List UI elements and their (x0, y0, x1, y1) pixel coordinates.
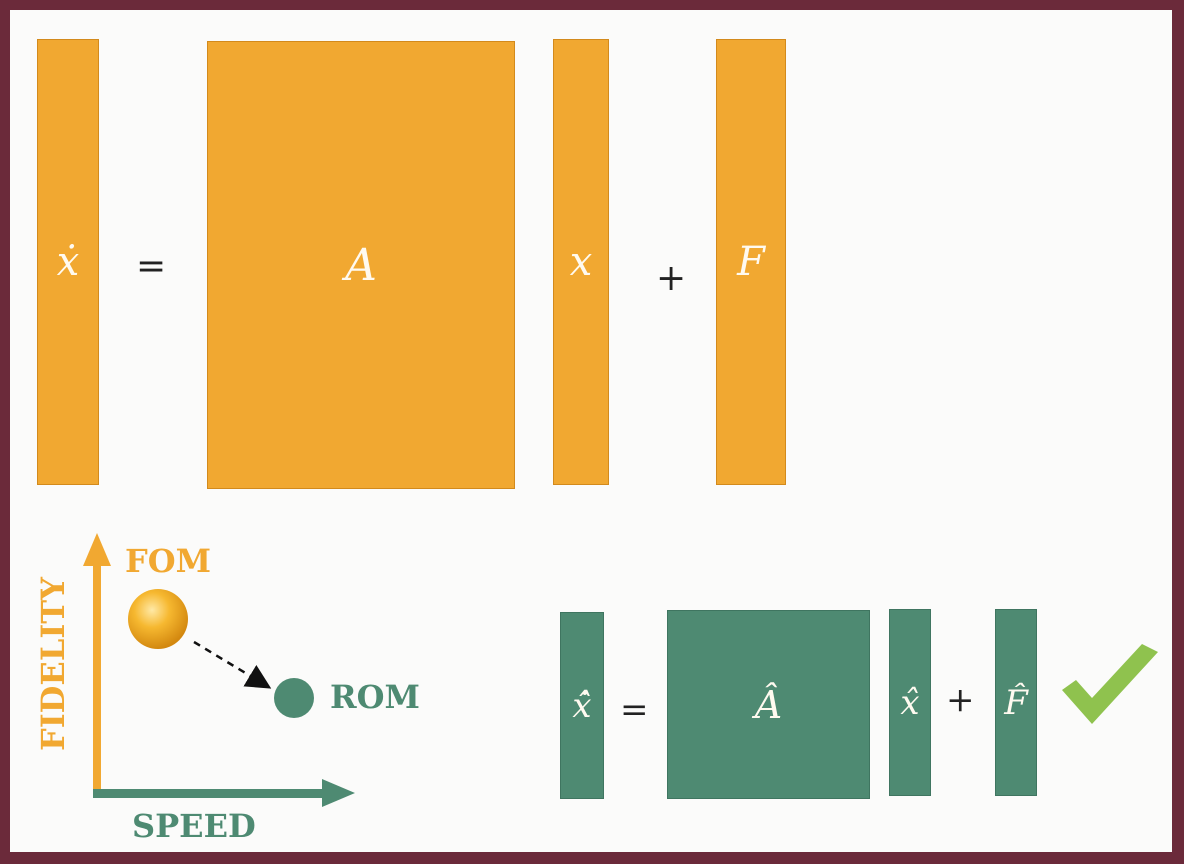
rom-xhatdot-label: x̂̇ (572, 685, 592, 726)
rom-fhat-vector: F̂ (995, 609, 1037, 796)
fom-xdot-vector: ẋ (37, 39, 99, 485)
rom-fhat-label: F̂ (1004, 682, 1028, 723)
fom-x-vector: x (553, 39, 609, 485)
fom-f-vector: F (716, 39, 786, 485)
fom-plus-sign: + (656, 258, 687, 299)
diagram-canvas: ẋ = A x + F (10, 10, 1172, 852)
rom-xhatdot-vector: x̂̇ (560, 612, 604, 799)
x-axis-line (93, 789, 325, 798)
fom-point-label: FOM (125, 542, 212, 580)
x-axis-arrowhead (322, 779, 355, 807)
fom-a-matrix: A (207, 41, 515, 489)
rom-point (274, 678, 314, 718)
y-axis-line (93, 563, 101, 791)
checkmark-icon (1062, 644, 1158, 724)
fom-equals-sign: = (136, 246, 167, 287)
rom-equals-sign: = (620, 690, 649, 730)
fom-point (128, 589, 188, 649)
rom-point-label: ROM (330, 678, 420, 716)
fom-to-rom-arrow (193, 640, 272, 689)
rom-xhat-vector: x̂ (889, 609, 931, 796)
rom-xhat-label: x̂ (900, 682, 920, 723)
fom-f-label: F (737, 239, 765, 285)
y-axis-label: FIDELITY (34, 577, 72, 751)
fom-x-label: x (569, 239, 593, 285)
rom-plus-sign: + (946, 680, 975, 720)
fom-xdot-label: ẋ (56, 239, 80, 285)
x-axis-label: SPEED (132, 807, 256, 845)
fom-a-label: A (345, 239, 377, 291)
tradeoff-plot (83, 533, 355, 807)
y-axis-arrowhead (83, 533, 111, 566)
rom-ahat-matrix: Â (667, 610, 870, 799)
rom-ahat-label: Â (754, 682, 783, 727)
